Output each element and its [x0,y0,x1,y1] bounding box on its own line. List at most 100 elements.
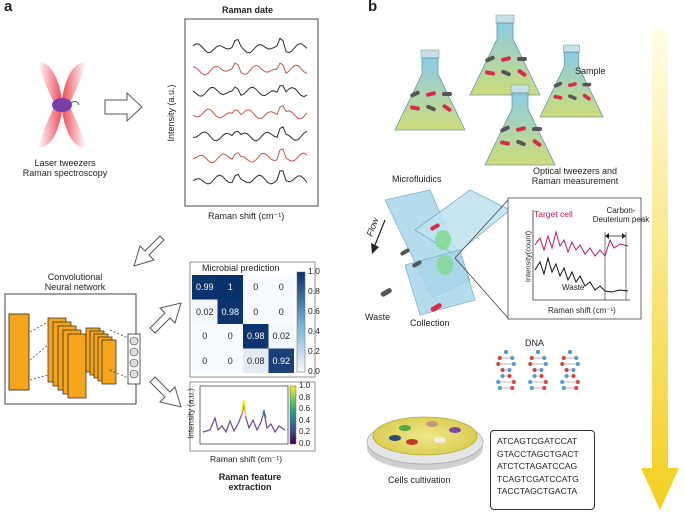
bacteria-cell [516,139,526,147]
dna-base [507,374,512,378]
raman-spectrum-line [192,126,308,142]
matrix-cell [243,348,269,373]
dna-base [529,356,534,360]
microfluidic-chip [371,189,511,316]
matrix-cell-value: 0 [253,306,259,317]
feature-xlabel: Raman shift (cm⁻¹) [210,454,283,464]
matrix-colorbar [296,271,306,373]
cd-peak-line1: Carbon- [606,206,636,215]
target-cell-label: Target cell [534,209,573,219]
feature-plot-frame [199,385,289,445]
matrix-cell [217,324,243,349]
bacteria-cell [410,105,420,111]
dna-sequence: GTACCTAGCTGACT [497,448,579,459]
raman-data-box [184,18,319,207]
spectrum-axes [532,210,630,301]
confusion-matrix [192,275,294,373]
bacteria-cell [553,81,563,88]
matrix-cell [243,275,269,300]
laser-label-line1: Laser tweezers [34,158,96,168]
matrix-cell [192,348,218,373]
matrix-cell-value: 0 [202,331,208,341]
raman-title: Raman date [222,5,274,15]
bacteria-cell [516,126,526,132]
raman-ylabel: Intensity (a.u.) [166,84,176,142]
matrix-cell-value: 0 [278,306,284,317]
bacteria-cell [582,93,591,101]
feature-colorbar-tick: 0.4 [299,415,311,425]
matrix-cell [268,324,294,349]
panel-label-a: a [4,0,13,15]
dna-base [574,386,579,390]
dna-base [564,368,569,372]
dna-base [504,350,508,354]
dna-base [496,362,501,366]
flask-lip [420,49,440,59]
dna-base [511,362,516,366]
dna-base [575,380,580,384]
bacteria-cell [501,69,511,77]
matrix-cell [243,299,269,324]
raman-spectra-group [192,37,308,185]
feature-colorbar-tick: 0.2 [299,427,311,436]
flask-lip [495,14,515,24]
feature-colorbar-tick: 0.0 [299,438,311,448]
raman-xlabel: Raman shift (cm⁻¹) [208,211,285,221]
colorbar-tick: 0.8 [308,286,320,296]
dna-base [539,368,544,372]
bacteria-cell [568,94,577,101]
waste-label: Waste [365,312,391,322]
dna-base [561,386,566,390]
dna-base [574,356,579,360]
spectrum-xlabel: Raman shift (cm⁻¹) [548,306,616,315]
feature-colorbar-tick: 1.0 [299,381,311,390]
matrix-cell [268,275,294,300]
dna-base [497,386,502,390]
matrix-cell-value: 0.08 [246,355,265,366]
microfluidics-label: Microfluidics [392,174,442,184]
bacteria-cell [517,69,527,77]
dna-sequence: ATCAGTCGATCCAT [497,436,578,446]
dna-base [561,356,566,360]
cnn-layers [8,313,141,399]
dna-base [496,380,501,384]
feature-title-line2: extraction [228,482,272,492]
dna-base [528,380,533,384]
sample-label: Sample [575,66,606,76]
dna-base [568,350,572,354]
workflow-arrow [641,30,679,510]
feature-colorbar [289,385,297,445]
bacteria-cell [553,94,563,100]
matrix-cell [192,275,218,300]
target-cell-spectrum [534,230,629,258]
matrix-cell [192,299,218,324]
bacteria-cell [517,56,527,62]
matrix-cell-value: 0 [202,355,208,366]
dna-base [507,368,512,372]
feature-ylabel: Intensity (a.u.) [186,388,196,439]
dna-base [543,380,548,384]
dna-base [575,362,580,366]
dna-illustration [496,350,580,390]
colorbar-tick: 1.0 [308,266,320,276]
feature-colorbar-tick: 0.6 [299,404,311,413]
raman-spectrum-line [192,104,308,120]
bacteria-cell [485,55,495,63]
bacteria-cell [426,91,436,97]
laser-tweezers-illustration [38,62,86,148]
dna-base [560,362,565,366]
raman-spectrum-line [192,148,308,164]
dna-base [500,368,505,372]
feature-title-line1: Raman feature [218,472,282,482]
matrix-cell [217,299,243,324]
dna-base [571,368,576,372]
arrow-to-prediction [149,302,182,334]
raman-spectrum-line [192,62,308,76]
cnn-label: Convolutional Neural network [20,272,130,292]
arrow-to-feature [149,376,182,408]
bacteria-cell [500,125,510,133]
matrix-cell-value: 0.99 [195,282,214,292]
bacteria-cell [501,56,511,62]
matrix-cell-value: 1 [227,282,233,292]
